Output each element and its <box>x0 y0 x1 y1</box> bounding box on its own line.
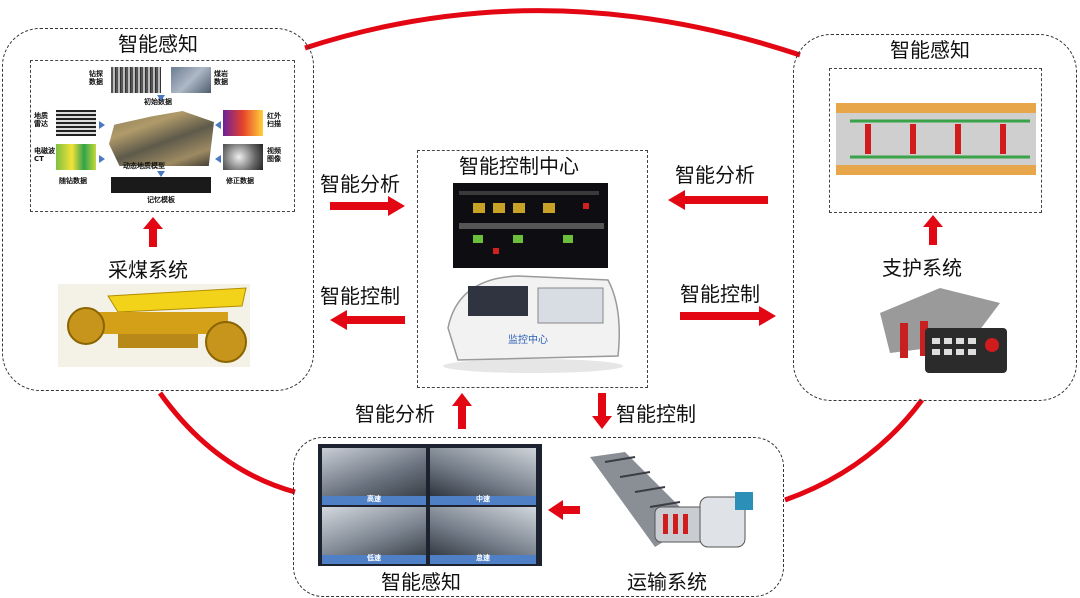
left-analysis-label: 智能分析 <box>320 172 400 196</box>
ring-arc-right <box>784 398 925 503</box>
right-perception-title: 智能感知 <box>890 38 970 62</box>
label-while-drilling: 随钻数据 <box>59 177 87 185</box>
coal-rock-texture <box>171 67 211 93</box>
label-drilling-data: 钻探数据 <box>89 70 103 86</box>
left-control-arrow <box>330 310 405 330</box>
left-control-label: 智能控制 <box>320 284 400 308</box>
label-infrared-scan: 红外扫描 <box>267 112 281 128</box>
label-initial-data: 初始数据 <box>144 98 172 106</box>
memory-template-image <box>111 177 211 193</box>
control-vehicle-drawing: 监控中心 <box>443 275 623 373</box>
group-support <box>793 34 1077 401</box>
speed-label-2: 中速 <box>430 495 536 505</box>
radar-texture <box>56 110 96 136</box>
support-diagram-drawing <box>836 103 1036 175</box>
video-texture <box>223 144 263 170</box>
left-perception-title: 智能感知 <box>118 32 198 56</box>
label-em-ct: 电磁波CT <box>34 147 55 163</box>
label-video-image: 视频图像 <box>267 147 281 163</box>
left-up-arrow <box>143 217 163 247</box>
bottom-control-arrow <box>592 393 612 429</box>
bottom-analysis-label: 智能分析 <box>355 402 435 426</box>
camera-view-1 <box>322 448 426 496</box>
speed-label-3: 低速 <box>322 554 426 564</box>
support-system-label: 支护系统 <box>882 256 962 280</box>
right-analysis-arrow <box>668 190 768 210</box>
camera-view-2 <box>430 448 536 496</box>
right-up-arrow <box>923 215 943 245</box>
shearer-image <box>58 284 250 367</box>
speed-label-4: 怠速 <box>430 554 536 564</box>
conveyor-camera-grid: 高速 中速 低速 怠速 <box>318 444 542 566</box>
hydraulic-support-image <box>870 283 1010 378</box>
label-coal-rock-data: 煤岩数据 <box>214 70 228 86</box>
geology-model-figure: 钻探数据 煤岩数据 初始数据 地质雷达 电磁波CT 动态地质模型 红外扫描 视频… <box>30 60 295 212</box>
figure-flow-arrows <box>99 95 221 177</box>
left-analysis-arrow <box>330 196 405 216</box>
bottom-control-label: 智能控制 <box>616 402 696 426</box>
right-control-label: 智能控制 <box>680 282 760 306</box>
ring-arc-left <box>157 391 296 495</box>
control-center-title: 智能控制中心 <box>459 154 579 178</box>
right-analysis-label: 智能分析 <box>675 163 755 187</box>
hydraulic-support-drawing <box>880 288 1007 373</box>
infrared-texture <box>223 110 263 136</box>
mining-system-label: 采煤系统 <box>108 258 188 282</box>
conveyor-drawing <box>590 452 753 548</box>
label-corrected-data: 修正数据 <box>226 177 254 185</box>
camera-view-3 <box>322 507 426 555</box>
group-mining <box>2 28 314 391</box>
control-vehicle-image: 监控中心 <box>438 268 628 373</box>
right-control-arrow <box>680 306 776 326</box>
drilling-texture <box>111 67 161 93</box>
control-screen-image <box>453 183 608 268</box>
bottom-analysis-arrow <box>452 393 472 429</box>
ring-arc-top <box>304 8 801 58</box>
conveyor-image <box>585 452 760 567</box>
ct-texture <box>56 144 96 170</box>
support-diagram-figure <box>829 68 1042 213</box>
label-radar: 地质雷达 <box>34 112 48 128</box>
label-memory-template: 记忆模板 <box>147 196 175 204</box>
bottom-perception-title: 智能感知 <box>381 570 461 594</box>
control-screen-drawing <box>459 191 604 254</box>
group-transport <box>293 437 784 597</box>
vehicle-brand-text: 监控中心 <box>508 333 548 346</box>
bottom-left-arrow <box>548 500 580 520</box>
shearer-drawing <box>67 287 247 363</box>
transport-system-label: 运输系统 <box>627 570 707 594</box>
label-dynamic-model: 动态地质模型 <box>123 162 165 170</box>
speed-label-1: 高速 <box>322 495 426 505</box>
camera-view-4 <box>430 507 536 555</box>
